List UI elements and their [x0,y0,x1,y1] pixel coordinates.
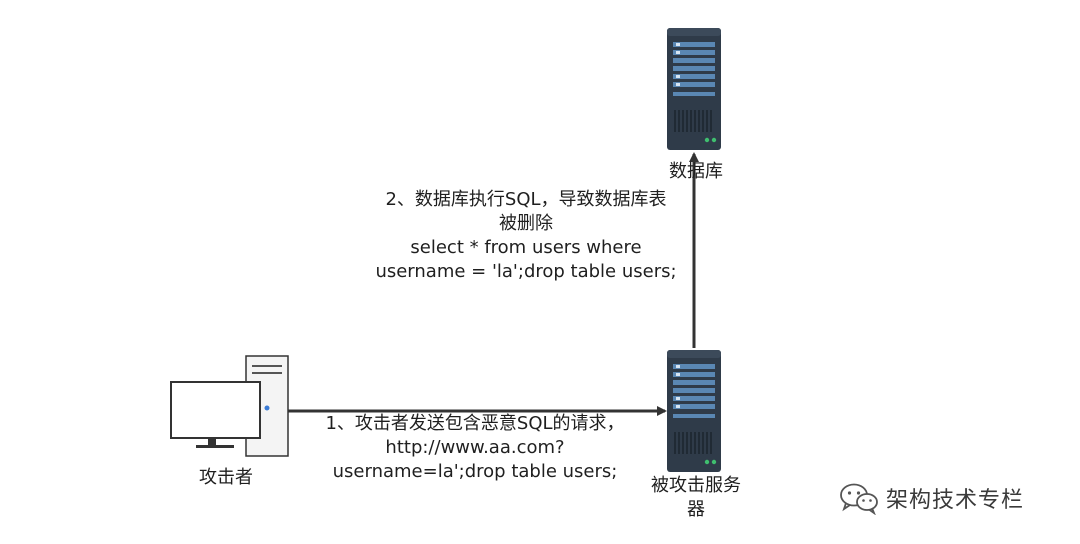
target-server-label-line: 器 [687,499,705,520]
step2-line: 2、数据库执行SQL，导致数据库表 [385,189,667,210]
wechat-icon [840,483,878,515]
attacker-label-text: 攻击者 [199,467,253,488]
step2-annotation: 2、数据库执行SQL，导致数据库表 被删除 select * from user… [340,188,712,284]
target-server-icon [666,349,722,473]
target-server-label: 被攻击服务 器 [636,474,756,522]
target-server-label-line: 被攻击服务 [651,475,741,496]
step1-line: http://www.aa.com? [385,437,565,458]
step2-line: username = 'la';drop table users; [375,261,677,282]
step1-annotation: 1、攻击者发送包含恶意SQL的请求， http://www.aa.com? us… [300,412,650,484]
attacker-computer-icon [170,355,289,457]
watermark-text: 架构技术专栏 [886,488,1025,513]
database-server-icon [666,27,722,151]
database-label-text: 数据库 [669,161,723,182]
step2-line: 被删除 [499,213,553,234]
step1-line: username=la';drop table users; [332,461,618,482]
step2-line: select * from users where [410,237,642,258]
attacker-label: 攻击者 [186,466,266,490]
database-label: 数据库 [640,160,752,184]
step1-line: 1、攻击者发送包含恶意SQL的请求， [325,413,625,434]
watermark: 架构技术专栏 [838,478,1070,518]
